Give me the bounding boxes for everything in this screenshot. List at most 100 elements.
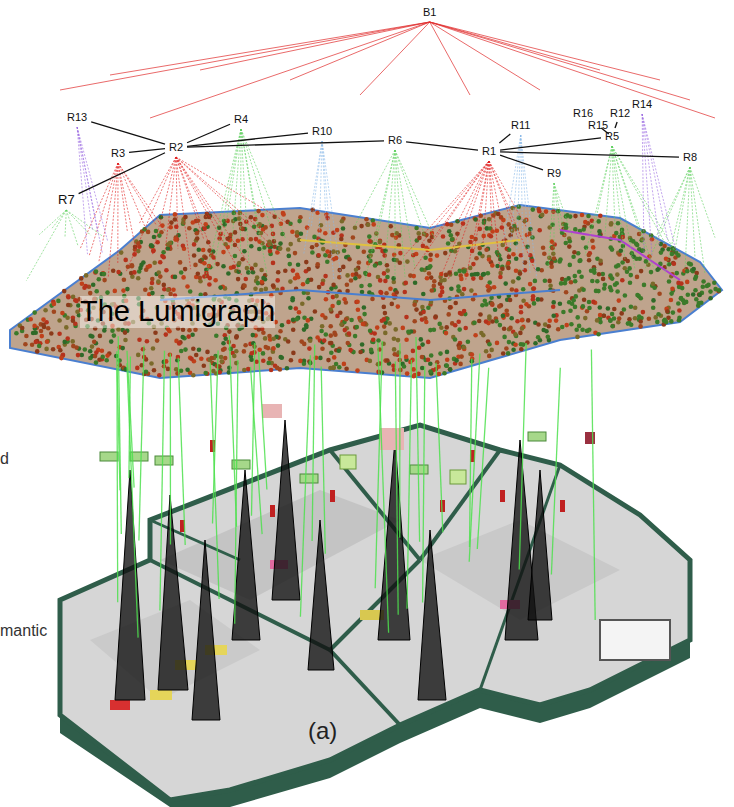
mesh-dot [602, 314, 607, 319]
vertical-link [591, 350, 595, 620]
mesh-dot [234, 349, 239, 354]
mesh-dot [162, 283, 167, 288]
vertical-link [321, 367, 325, 554]
fan-line [385, 150, 395, 266]
mesh-dot [426, 358, 431, 363]
mesh-dot [355, 325, 360, 330]
mesh-dot [259, 268, 264, 273]
fan-line [26, 210, 66, 281]
mesh-dot [677, 308, 682, 313]
mesh-dot [263, 336, 268, 341]
mesh-dot [423, 255, 428, 260]
mesh-dot [332, 355, 337, 360]
camera-cone [272, 420, 300, 600]
mesh-dot [520, 326, 525, 331]
node-label: R14 [632, 98, 652, 110]
mesh-dot [214, 334, 219, 339]
mesh-dot [152, 235, 157, 240]
fan-line [240, 129, 242, 254]
camera-cone [158, 495, 188, 690]
mesh-dot [299, 231, 304, 236]
mesh-dot [393, 327, 398, 332]
mesh-dot [533, 341, 538, 346]
mesh-dot [610, 247, 615, 252]
mesh-dot [104, 358, 109, 363]
mesh-dot [388, 287, 393, 292]
mesh-dot [484, 248, 489, 253]
mesh-dot [244, 277, 249, 282]
mesh-dot [199, 357, 204, 362]
mesh-dot [713, 287, 718, 292]
mesh-dot [280, 355, 285, 360]
camera-cones [115, 420, 552, 720]
mesh-dot [156, 279, 161, 284]
mesh-dot [378, 261, 383, 266]
mesh-dot [257, 347, 262, 352]
mesh-dot [65, 315, 70, 320]
fan-line [176, 157, 216, 263]
mesh-dot [548, 284, 553, 289]
mesh-dot [181, 244, 186, 249]
mesh-dot [471, 262, 476, 267]
mesh-dot [355, 299, 360, 304]
mesh-dot [141, 347, 146, 352]
mesh-dot [490, 229, 495, 234]
mesh-dot [203, 255, 208, 260]
node-label: R5 [605, 130, 619, 142]
mesh-dot [421, 310, 426, 315]
mesh-dot [269, 368, 274, 373]
mesh-dot [185, 284, 190, 289]
mesh-dot [494, 319, 499, 324]
mesh-dot [283, 269, 288, 274]
mesh-dot [470, 235, 475, 240]
mesh-dot [268, 249, 273, 254]
mesh-dot [266, 346, 271, 351]
mesh-dot [508, 326, 513, 331]
graph-node: R9 [545, 167, 563, 180]
mesh-dot [207, 264, 212, 269]
mesh-dot [123, 330, 128, 335]
mesh-dot [573, 305, 578, 310]
mesh-dot [290, 298, 295, 303]
mesh-dot [417, 236, 422, 241]
mesh-dot [449, 305, 454, 310]
graph-node: R2 [167, 141, 185, 154]
edge-line [187, 124, 230, 142]
mesh-dot [242, 249, 247, 254]
mesh-dot [579, 275, 584, 280]
mesh-dot [196, 271, 201, 276]
mesh-dot [378, 278, 383, 283]
mesh-dot [202, 363, 207, 368]
mesh-dot [305, 280, 310, 285]
mesh-dot [323, 231, 328, 236]
mesh-dot [233, 243, 238, 248]
mesh-dot [595, 318, 600, 323]
mesh-dot [367, 239, 372, 244]
mesh-dot [366, 222, 371, 227]
mesh-dot [444, 363, 449, 368]
mesh-dot [287, 254, 292, 259]
mesh-dot [179, 349, 184, 354]
node-label: R13 [67, 111, 87, 123]
mesh-dot [280, 323, 285, 328]
mesh-dot [590, 279, 595, 284]
mesh-dot [242, 284, 247, 289]
fan-line [430, 22, 690, 100]
camera-cone [115, 470, 145, 700]
mesh-dot [511, 279, 516, 284]
mesh-dot [102, 328, 107, 333]
mesh-dot [598, 305, 603, 310]
mesh-dot [487, 217, 492, 222]
mesh-dot [116, 270, 121, 275]
fan-line [655, 167, 690, 239]
mesh-dot [651, 298, 656, 303]
mesh-dot [362, 312, 367, 317]
mesh-dot [220, 360, 225, 365]
mesh-dot [32, 324, 37, 329]
mesh-dot [157, 270, 162, 275]
mesh-dot [288, 279, 293, 284]
mesh-dot [420, 305, 425, 310]
panel-label: (a) [308, 718, 337, 744]
